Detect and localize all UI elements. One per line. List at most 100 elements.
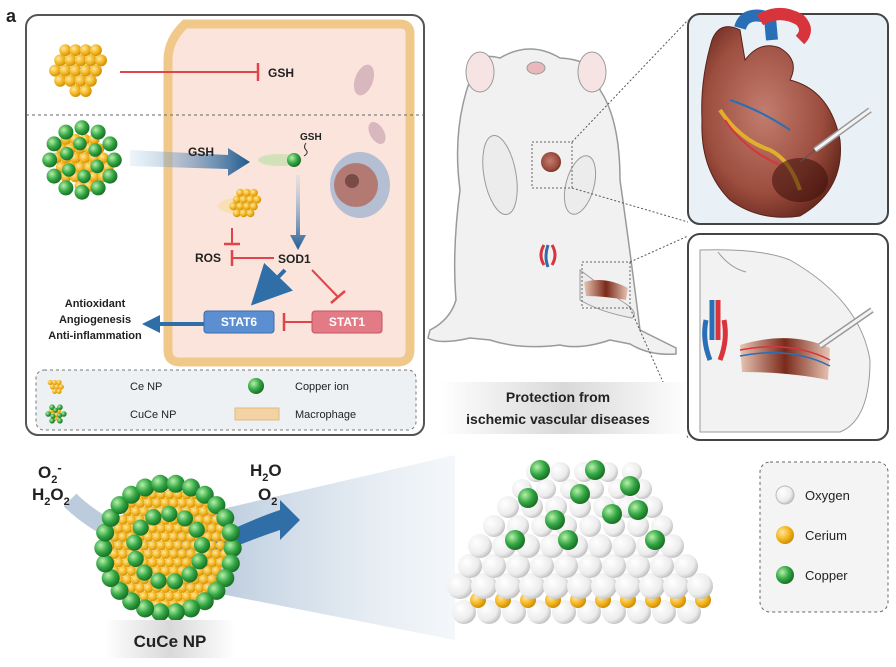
copper-atom (195, 485, 214, 504)
copper-atom (136, 564, 153, 581)
ceria-atom (126, 515, 137, 525)
ceria-atom (164, 523, 175, 534)
ceria-atom (58, 384, 64, 390)
ceria-atom (243, 202, 251, 211)
copper-atom (102, 168, 118, 184)
oxygen-atom (452, 600, 476, 624)
oxygen-atom (674, 554, 698, 578)
copper-atom (216, 508, 235, 527)
cell-legend-box (35, 369, 417, 431)
copper-atom (88, 143, 102, 157)
copper-atom (46, 168, 62, 184)
ceria-atom (207, 557, 218, 568)
ceria-atom (118, 532, 128, 542)
ceria-atom (198, 574, 209, 585)
ceria-atom (215, 540, 226, 551)
copper-atom (207, 581, 226, 600)
ceria-atom (186, 583, 196, 593)
copper-atom (518, 488, 538, 508)
ceria-atom (160, 532, 171, 542)
copper-atom (166, 573, 184, 590)
copper-atom (110, 581, 129, 600)
cuce-np-cluster (42, 120, 122, 200)
oxygen-atom (483, 515, 505, 537)
gsh-top-label: GSH (268, 66, 294, 80)
oxygen-atom (612, 534, 636, 558)
ceria-atom (79, 85, 92, 97)
ceria-atom (122, 523, 133, 534)
legend-ce-np-label: Ce NP (130, 381, 162, 393)
oxygen-atom (626, 554, 650, 578)
ceria-atom (113, 557, 124, 568)
mouse-illustration (427, 48, 677, 356)
legend-cerium-icon (776, 526, 794, 544)
ceria-atom (147, 540, 158, 551)
ceria-atom (152, 549, 162, 559)
mitochondrion-shape-2 (368, 122, 386, 144)
oxygen-atom (536, 479, 556, 499)
copper-atom (57, 417, 63, 424)
ceria-atom (139, 591, 150, 602)
ceria-atom (232, 209, 241, 218)
ceria-atom (249, 188, 258, 197)
outcome-antioxidant: Antioxidant (65, 298, 126, 310)
ceria-atom (147, 591, 158, 602)
legend-macrophage-icon (234, 407, 280, 421)
legend-oxygen-icon (775, 485, 795, 505)
zoom-line-heart-bottom (571, 187, 689, 223)
copper-atom (49, 404, 55, 411)
ceria-atom (156, 557, 167, 568)
oxygen-atom (588, 534, 612, 558)
ceria-atom (164, 557, 175, 568)
ceria-atom (181, 591, 192, 602)
copper-atom (127, 550, 144, 567)
stat1-label: STAT1 (329, 315, 366, 329)
copper-atom (223, 539, 242, 557)
gsh-uptake-arrow (130, 148, 250, 176)
mouse-caption-band (440, 382, 690, 434)
h2o2-label: H2O2 (32, 485, 70, 508)
zoom-beam (175, 455, 455, 640)
ceria-atom (54, 384, 60, 390)
copper-atom (106, 152, 122, 168)
ceria-atom (88, 171, 100, 183)
legend-cerium-label: Cerium (805, 528, 847, 543)
stat6-label: STAT6 (221, 315, 258, 329)
sod1-stat1-inhibit-bar (330, 290, 346, 304)
oxygen-atom (578, 554, 602, 578)
copper-atom (181, 478, 200, 497)
oxygen-atom (530, 554, 554, 578)
copper-atom (176, 510, 194, 527)
oxygen-atom (650, 554, 674, 578)
copper-atom (90, 124, 106, 140)
ceria-atom (236, 188, 245, 197)
gsh-small-label: GSH (300, 132, 322, 143)
copper-atom (161, 505, 178, 523)
oxygen-atom (627, 515, 649, 537)
oxygen-atom (471, 573, 497, 599)
ros-label: ROS (195, 251, 221, 265)
oxygen-atom (468, 534, 492, 558)
copper-atom (110, 496, 129, 515)
ceria-atom (49, 384, 56, 390)
ceria-atom (56, 379, 62, 386)
copper-atom (50, 413, 56, 419)
copper-atom (94, 539, 113, 557)
ceria-atom (239, 195, 248, 204)
copper-atom (73, 136, 87, 151)
ceria-atom (181, 540, 192, 551)
oxygen-atom (447, 573, 473, 599)
ceria-atom (47, 379, 53, 386)
ceria-atom (126, 583, 137, 593)
ceria-atom (169, 532, 179, 542)
ceria-atom (239, 209, 248, 218)
ceria-atom (173, 523, 184, 534)
oxygen-atom (495, 573, 521, 599)
ce-np-cluster-inner (229, 188, 262, 218)
ceria-atom (122, 574, 133, 585)
copper-atom (150, 572, 167, 589)
copper-atom (96, 523, 115, 542)
ceria-atom (156, 591, 167, 602)
copper-atom (49, 417, 55, 424)
